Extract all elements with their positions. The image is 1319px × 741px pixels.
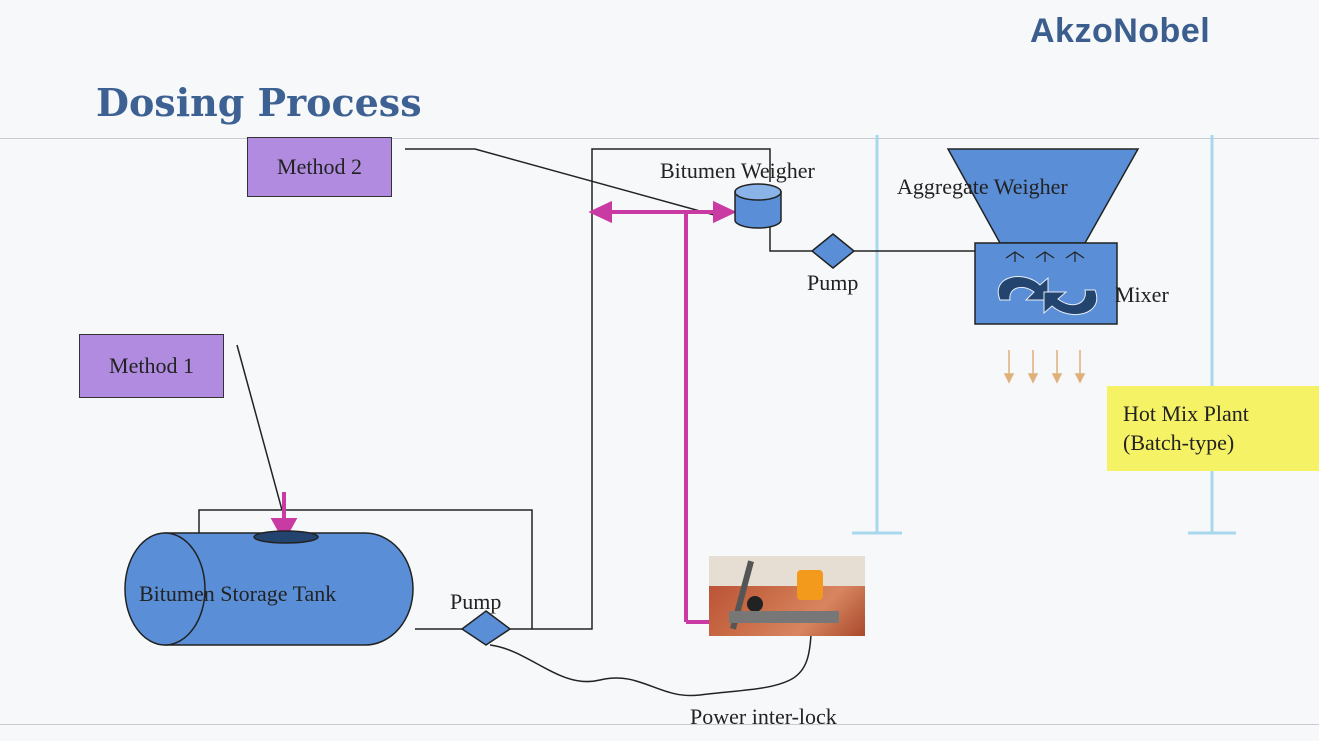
magenta-arrows bbox=[270, 200, 737, 624]
photo-wheel bbox=[747, 596, 763, 612]
hot-mix-plant-line2: (Batch-type) bbox=[1123, 429, 1235, 455]
method-2-box: Method 2 bbox=[247, 137, 392, 197]
bitumen-weigher bbox=[734, 183, 782, 229]
mixer-label: Mixer bbox=[1115, 282, 1169, 307]
hot-mix-plant-line1: Hot Mix Plant bbox=[1123, 400, 1249, 426]
brand-logo: AkzoNobel bbox=[1030, 12, 1211, 50]
page-title: Dosing Process bbox=[96, 80, 422, 125]
storage-tank bbox=[124, 530, 414, 646]
pump-bottom-label: Pump bbox=[450, 589, 502, 614]
bottom-divider bbox=[0, 724, 1319, 725]
photo-base bbox=[729, 611, 839, 623]
pump-top-label: Pump bbox=[807, 270, 859, 295]
connector-lines bbox=[198, 148, 975, 697]
photo-pump-unit bbox=[797, 570, 823, 600]
power-interlock-label: Power inter-lock bbox=[690, 704, 837, 729]
photo-wall bbox=[709, 556, 865, 586]
top-divider bbox=[0, 138, 1319, 139]
dosing-pump-photo bbox=[709, 556, 865, 636]
pump-top-diamond bbox=[810, 233, 856, 269]
output-arrows bbox=[1003, 350, 1086, 384]
aggregate-weigher-label: Aggregate Weigher bbox=[897, 174, 1068, 199]
method-1-box: Method 1 bbox=[79, 334, 224, 398]
mixer-rotation-arrows bbox=[997, 276, 1098, 315]
hot-mix-plant-box: Hot Mix Plant (Batch-type) bbox=[1107, 386, 1319, 471]
storage-tank-label: Bitumen Storage Tank bbox=[139, 581, 337, 606]
bitumen-weigher-label: Bitumen Weigher bbox=[660, 158, 815, 183]
mixer-nozzles bbox=[1005, 251, 1085, 262]
pump-bottom-diamond bbox=[460, 610, 512, 646]
